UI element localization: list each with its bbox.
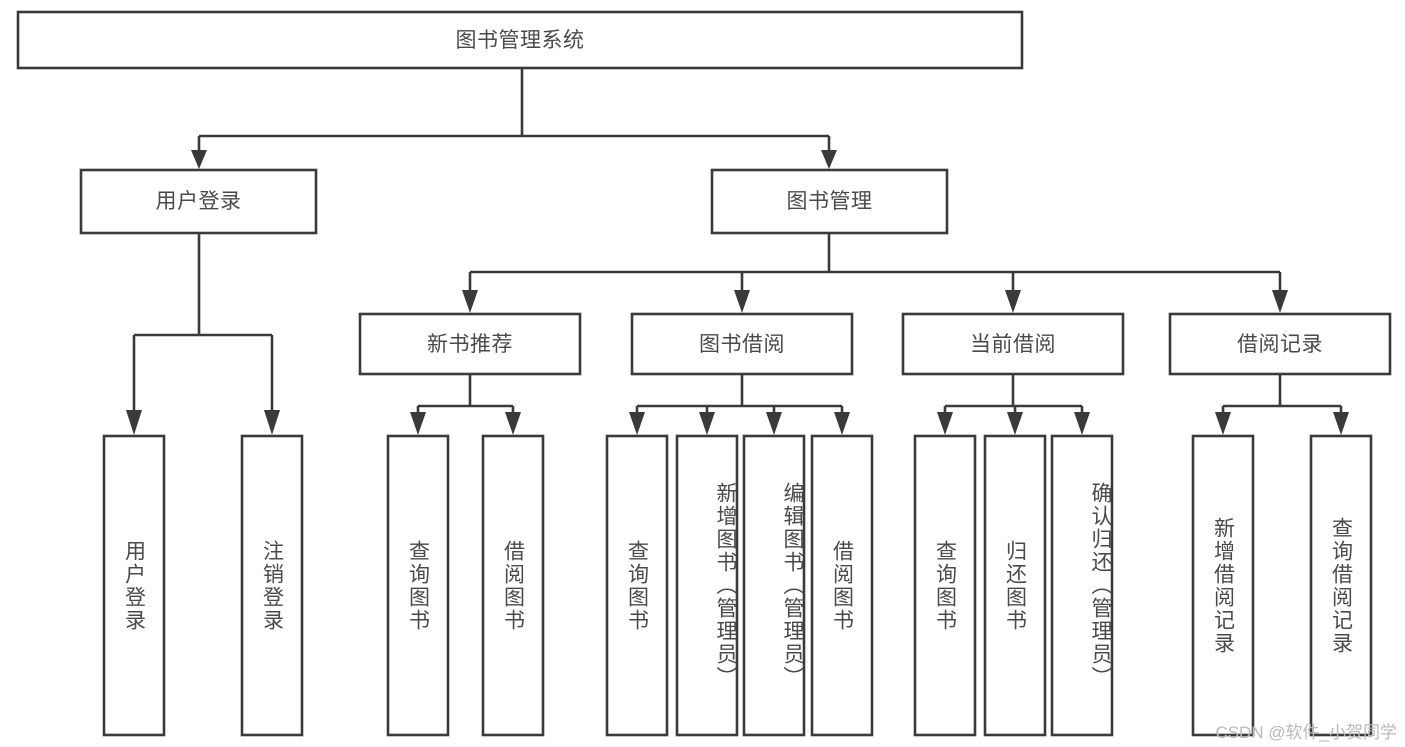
node-user-login-box[interactable] [79, 168, 318, 235]
arrowhead-leaf-query-record [1333, 412, 1349, 435]
node-leaf-edit-book-box[interactable] [742, 434, 806, 737]
node-leaf-query-record-box[interactable] [1309, 434, 1373, 737]
arrowhead-borrow-record [1272, 290, 1288, 313]
arrowhead-leaf-return-book [1007, 412, 1023, 435]
arrowhead-leaf-query-book-cur [937, 412, 953, 435]
node-root-box[interactable] [16, 10, 1024, 70]
arrowhead-book-borrow [734, 290, 750, 313]
node-leaf-query-book-borrow-box[interactable] [605, 434, 669, 737]
node-leaf-user-login-box[interactable] [102, 434, 166, 737]
arrowhead-leaf-logout [264, 410, 280, 435]
node-leaf-query-book-cur-box[interactable] [913, 434, 977, 737]
arrowhead-leaf-add-record [1215, 412, 1231, 435]
arrowhead-leaf-borrow-book [834, 412, 850, 435]
arrowhead-leaf-add-book [699, 412, 715, 435]
arrowhead-leaf-query-book-rec [410, 412, 426, 435]
arrowhead-leaf-edit-book [766, 412, 782, 435]
arrowhead-book-manage [821, 150, 837, 169]
arrowhead-leaf-query-book-borrow [629, 412, 645, 435]
node-book-manage-box[interactable] [710, 168, 949, 235]
arrowhead-leaf-user-login [126, 410, 142, 435]
node-leaf-confirm-return-box[interactable] [1050, 434, 1114, 737]
node-leaf-return-book-box[interactable] [983, 434, 1047, 737]
node-leaf-add-book-box[interactable] [675, 434, 739, 737]
node-borrow-record-box[interactable] [1168, 312, 1392, 376]
node-new-book-recommend-box[interactable] [358, 312, 582, 376]
arrowhead-user-login [191, 150, 207, 169]
arrowhead-leaf-confirm-return [1074, 412, 1090, 435]
node-leaf-add-record-box[interactable] [1191, 434, 1255, 737]
arrowhead-new-book-recommend [462, 290, 478, 313]
arrowhead-current-borrow [1005, 290, 1021, 313]
node-leaf-borrow-book-rec-box[interactable] [481, 434, 545, 737]
node-leaf-logout-box[interactable] [240, 434, 304, 737]
node-book-borrow-box[interactable] [630, 312, 854, 376]
node-leaf-borrow-book-box[interactable] [810, 434, 874, 737]
node-leaf-query-book-rec-box[interactable] [386, 434, 450, 737]
node-current-borrow-box[interactable] [901, 312, 1125, 376]
arrowhead-leaf-borrow-book-rec [505, 412, 521, 435]
